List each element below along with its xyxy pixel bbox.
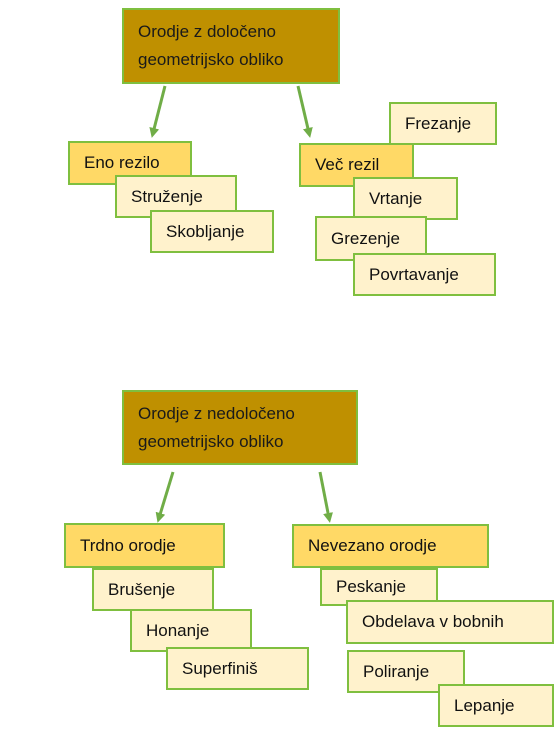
leaf-lepanje: Lepanje bbox=[438, 684, 554, 727]
category-loose-tool: Nevezano orodje bbox=[292, 524, 489, 568]
arrow-root2-left bbox=[155, 471, 175, 523]
leaf-obdelava-v-bobnih: Obdelava v bobnih bbox=[346, 600, 554, 644]
leaf-frezanje: Frezanje bbox=[389, 102, 497, 145]
arrow-root1-left bbox=[149, 85, 167, 138]
leaf-povrtavanje: Povrtavanje bbox=[353, 253, 496, 296]
root-label: Orodje z nedoločeno geometrijsko obliko bbox=[138, 403, 295, 451]
root-box-determined-geometry: Orodje z določeno geometrijsko obliko bbox=[122, 8, 340, 84]
leaf-superfinis: Superfiniš bbox=[166, 647, 309, 690]
leaf-skobljanje: Skobljanje bbox=[150, 210, 274, 253]
arrow-root1-right bbox=[296, 85, 313, 138]
arrow-root2-right bbox=[318, 471, 333, 523]
root-box-undetermined-geometry: Orodje z nedoločeno geometrijsko obliko bbox=[122, 390, 358, 465]
leaf-brusenje: Brušenje bbox=[92, 568, 214, 611]
leaf-peskanje: Peskanje bbox=[320, 568, 438, 606]
leaf-honanje: Honanje bbox=[130, 609, 252, 652]
leaf-vrtanje: Vrtanje bbox=[353, 177, 458, 220]
category-solid-tool: Trdno orodje bbox=[64, 523, 225, 568]
root-label: Orodje z določeno geometrijsko obliko bbox=[138, 22, 284, 69]
